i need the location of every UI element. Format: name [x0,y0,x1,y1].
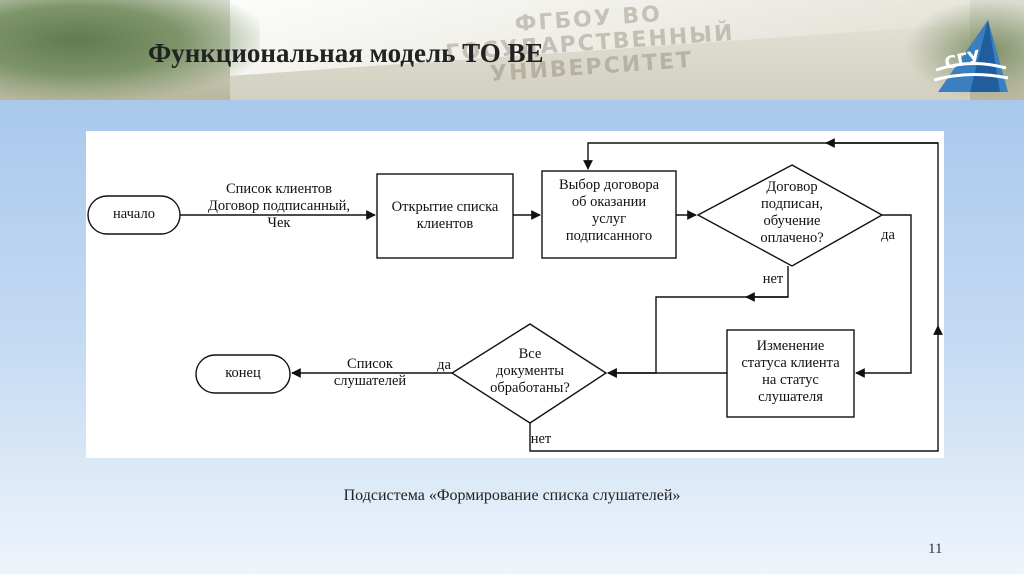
open-list-box [376,173,514,259]
output-label-line-2: слушателей [333,373,407,389]
choose-contract-line-4: подписанного [565,228,653,244]
contract-decision-diamond [696,164,884,267]
arrow-loop-to-choose [583,142,939,326]
change-status-line-4: слушателя [758,389,823,405]
start-label: начало [113,206,155,222]
arrow-yes-to-change-status [855,214,912,378]
open-list-line-1: Открытие списка [391,199,499,215]
open-list-label: Открытие списка клиентов [377,199,513,233]
input-label-line-3: Чек [267,215,291,231]
choose-contract-line-3: услуг [591,211,627,227]
trees-left [0,0,260,100]
header-background: ФГБОУ ВО ГОСУДАРСТВЕННЫЙ УНИВЕРСИТЕТ [0,0,1024,100]
flowchart-lines [87,138,943,452]
end-label: конец [225,365,261,381]
docs-decision-line-2: документы [496,363,564,379]
choose-contract-label: Выбор договора об оказании услуг подписа… [542,177,676,245]
contract-decision-line-1: Договор [766,179,818,195]
change-status-line-3: на статус [762,372,819,388]
flowchart: начало Список клиентов Договор подписанн… [86,131,944,458]
contract-decision-label: Договор подписан, обучение оплачено? [728,179,856,247]
choose-contract-line-1: Выбор договора [558,177,660,193]
no-label-1: нет [762,271,784,287]
arrow-docs-no-loop [529,325,943,452]
change-status-label: Изменение статуса клиента на статус слуш… [727,338,854,406]
university-logo: СГУ [933,20,1009,92]
choose-contract-line-2: об оказании [571,194,647,210]
page-number: 11 [928,541,943,557]
change-status-line-1: Изменение [756,338,825,354]
slide-title: Функциональная модель ТО ВЕ [148,38,544,68]
no-label-2: нет [530,431,552,447]
output-label: Список слушателей [320,356,420,390]
output-label-line-1: Список [347,356,393,372]
docs-decision-label: Все документы обработаны? [470,346,590,397]
contract-decision-line-2: подписан, [761,196,823,212]
contract-decision-line-3: обучение [763,213,821,229]
end-terminal [195,354,291,394]
yes-label-2: да [437,357,451,373]
docs-decision-line-3: обработаны? [490,380,570,396]
diagram-caption: Подсистема «Формирование списка слушател… [343,487,681,504]
yes-label-1: да [881,227,895,243]
input-label: Список клиентов Договор подписанный, Чек [194,181,364,232]
contract-decision-line-4: оплачено? [760,230,824,246]
docs-decision-line-1: Все [518,346,542,362]
input-label-line-2: Договор подписанный, [207,198,351,214]
input-label-line-1: Список клиентов [225,181,333,197]
open-list-line-2: клиентов [416,216,474,232]
change-status-line-2: статуса клиента [741,355,840,371]
